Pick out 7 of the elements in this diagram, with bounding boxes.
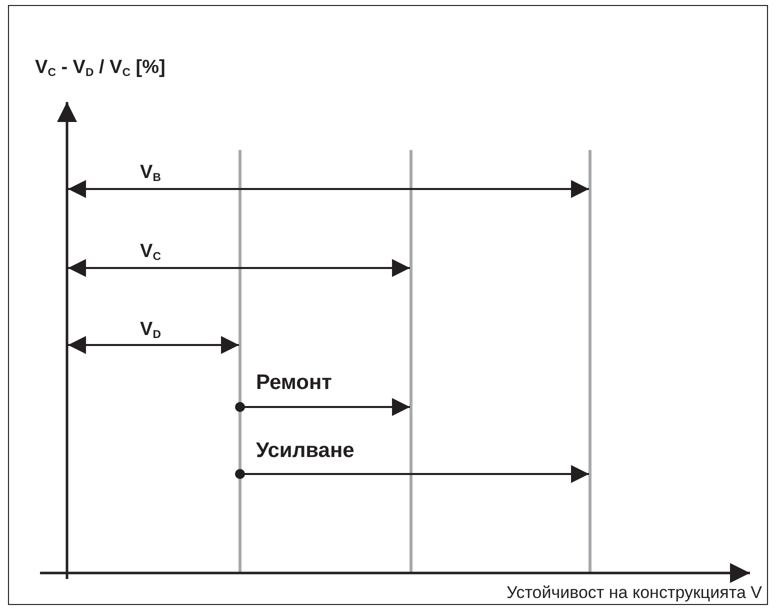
dimension-label: V$_{C}$: [140, 242, 161, 264]
axis-title: V$_{C}$ - V$_{D}$ / V$_{C}$ [%]: [35, 58, 166, 80]
dimension-label: V$_{D}$: [140, 320, 161, 342]
arrow-label: Усилване: [256, 440, 354, 461]
dimension-label: V$_{B}$: [140, 163, 161, 184]
arrow-label: Ремонт: [256, 372, 332, 393]
axis-title: Устойчивост на конструкцията V: [506, 584, 762, 601]
